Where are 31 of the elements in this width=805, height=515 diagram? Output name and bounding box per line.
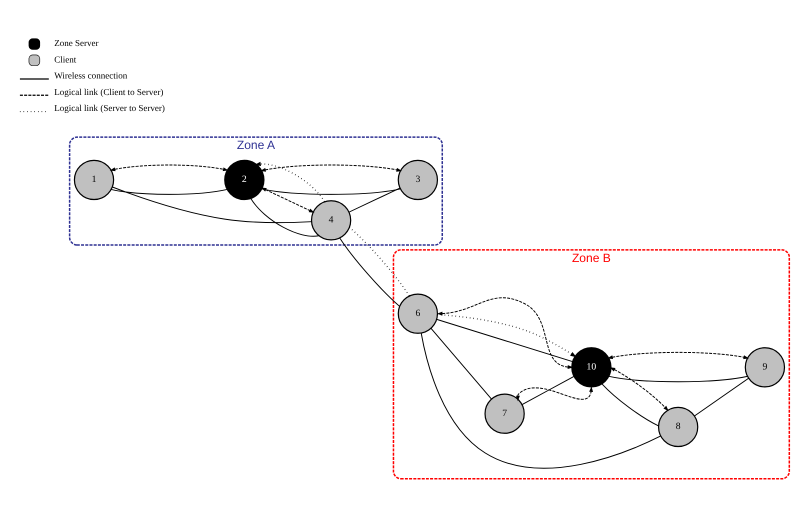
arrow	[516, 386, 594, 402]
node-circle: 3	[398, 160, 438, 200]
arrow	[110, 164, 229, 172]
arrow	[260, 187, 315, 213]
connector	[348, 188, 400, 213]
node-circle: 4	[310, 200, 352, 240]
connector	[250, 198, 320, 237]
node-circle: 6	[398, 294, 438, 334]
connector	[110, 188, 228, 195]
legend-label: Zone Server	[54, 38, 99, 48]
arrow	[436, 297, 574, 370]
connector	[261, 188, 401, 195]
legend-label: Logical link (Server to Server)	[54, 103, 165, 114]
connector	[339, 237, 400, 307]
arrow	[254, 162, 326, 202]
arrow	[607, 352, 750, 360]
connector	[348, 226, 410, 296]
connector	[608, 376, 748, 382]
arrow	[260, 164, 402, 172]
connector	[112, 186, 312, 224]
node-circle: 9	[744, 347, 786, 388]
connector	[694, 378, 749, 416]
legend-label: Logical link (Client to Server)	[54, 86, 164, 97]
node-circle: 1	[74, 160, 114, 200]
legend-label: Client	[54, 54, 76, 64]
arrow	[610, 367, 669, 412]
legend-label: Wireless connection	[54, 70, 128, 81]
connector	[601, 383, 660, 426]
connector	[420, 332, 662, 469]
connector	[430, 328, 492, 400]
connector	[522, 376, 574, 406]
